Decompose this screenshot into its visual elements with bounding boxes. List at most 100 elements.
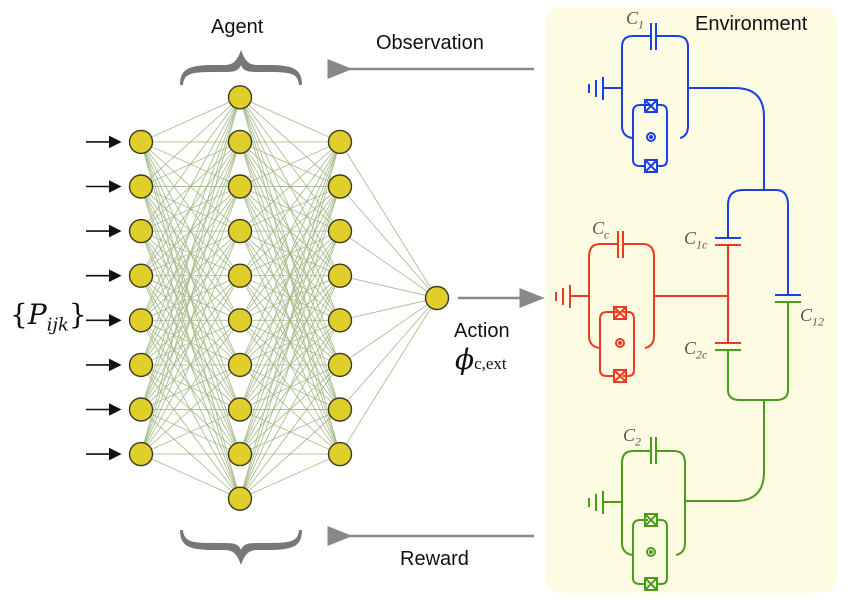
neuron-hidden2 xyxy=(327,397,353,422)
network-edges xyxy=(140,96,438,500)
neuron-hidden2 xyxy=(327,352,353,378)
cap-cc-base: C xyxy=(592,218,605,238)
neuron-hidden2 xyxy=(327,174,353,199)
network-edge xyxy=(239,141,341,276)
network-edge xyxy=(140,409,241,455)
network-edge xyxy=(140,186,241,455)
neuron-hidden xyxy=(227,308,253,333)
network-edge xyxy=(339,275,438,299)
neuron-hidden xyxy=(227,441,253,467)
neuron-hidden2 xyxy=(327,441,353,467)
network-edge xyxy=(339,186,438,299)
neuron-input xyxy=(128,397,154,422)
agent-title: Agent xyxy=(211,16,264,38)
network-nodes xyxy=(128,85,450,511)
network-edge xyxy=(239,141,341,321)
action-subscript: c,ext xyxy=(474,354,507,373)
cap-c2c-sub: 2c xyxy=(696,347,708,362)
network-edge xyxy=(140,141,241,455)
brace-close: } xyxy=(68,298,87,331)
network-edge xyxy=(239,364,341,499)
action-phi: ϕ xyxy=(455,343,475,376)
cap-c1c-base: C xyxy=(684,228,697,248)
neuron-input xyxy=(128,218,154,244)
network-edge xyxy=(339,297,438,321)
neuron-hidden2 xyxy=(327,129,353,155)
network-edge xyxy=(140,96,241,187)
neuron-hidden2 xyxy=(327,263,353,288)
network-edge xyxy=(239,141,341,366)
cap-c2-label: C2 xyxy=(623,425,641,450)
network-edge xyxy=(339,297,438,410)
network-edge xyxy=(239,141,341,410)
neuron-input xyxy=(128,174,154,199)
neuron-input xyxy=(128,129,154,155)
neuron-hidden xyxy=(227,486,253,511)
cap-c1-label: C1 xyxy=(626,8,644,33)
qubit2-circuit xyxy=(588,301,801,591)
network-edge xyxy=(339,141,438,299)
network-edge xyxy=(339,297,438,366)
network-edge xyxy=(239,320,341,499)
neuron-hidden xyxy=(227,218,253,244)
neuron-input xyxy=(128,441,154,467)
action-symbol: ϕc,ext xyxy=(455,343,507,376)
network-edge xyxy=(140,97,241,321)
neuron-hidden2 xyxy=(327,308,353,333)
neuron-output xyxy=(424,285,450,311)
reward-label: Reward xyxy=(400,548,469,570)
cap-c12-sub: 12 xyxy=(812,314,825,329)
cap-c2-base: C xyxy=(623,425,636,445)
network-edge xyxy=(239,186,341,499)
cap-c2c-base: C xyxy=(684,338,697,358)
cap-c2-sub: 2 xyxy=(635,434,642,449)
network-edge xyxy=(140,230,241,455)
network-edge xyxy=(140,96,241,143)
network-edge xyxy=(140,275,241,455)
network-edge xyxy=(339,297,438,455)
neuron-hidden xyxy=(227,85,253,110)
cap-c1c-label: C1c xyxy=(684,228,707,253)
network-edge xyxy=(239,409,341,500)
neuron-hidden xyxy=(227,263,253,288)
network-edge xyxy=(140,97,241,232)
environment-panel xyxy=(545,7,837,593)
neuron-hidden xyxy=(227,397,253,422)
coupler-circuit xyxy=(555,231,741,383)
neuron-hidden xyxy=(227,352,253,378)
network-edge xyxy=(140,320,241,455)
network-edge xyxy=(140,97,241,276)
input-arrows xyxy=(86,135,122,461)
input-subscript: ijk xyxy=(46,314,69,336)
network-edge xyxy=(239,96,341,143)
cap-c1-base: C xyxy=(626,8,639,28)
network-edge xyxy=(239,141,341,232)
cap-c1-sub: 1 xyxy=(638,17,645,32)
network-edge xyxy=(140,97,241,455)
network-edge xyxy=(239,141,341,499)
input-symbol: P xyxy=(27,298,47,331)
network-edge xyxy=(239,141,341,187)
network-edge xyxy=(140,364,241,455)
environment-title: Environment xyxy=(695,13,808,35)
observation-label: Observation xyxy=(376,32,484,54)
cap-cc-sub: c xyxy=(604,227,610,242)
agent-brace-bottom xyxy=(180,530,302,565)
network-edge xyxy=(239,453,341,500)
network-edge xyxy=(140,453,241,500)
cap-c12-base: C xyxy=(800,305,813,325)
neuron-hidden2 xyxy=(327,218,353,244)
neuron-input xyxy=(128,263,154,288)
action-label: Action xyxy=(454,320,510,342)
network-edge xyxy=(239,275,341,499)
neuron-input xyxy=(128,352,154,378)
cap-c1c-sub: 1c xyxy=(696,237,708,252)
neuron-input xyxy=(128,308,154,333)
network-edge xyxy=(140,97,241,410)
network-edge xyxy=(239,230,341,499)
network-edge xyxy=(239,141,341,455)
brace-open: { xyxy=(10,298,28,331)
cap-c12-label: C12 xyxy=(800,305,824,330)
network-edge xyxy=(140,97,241,366)
